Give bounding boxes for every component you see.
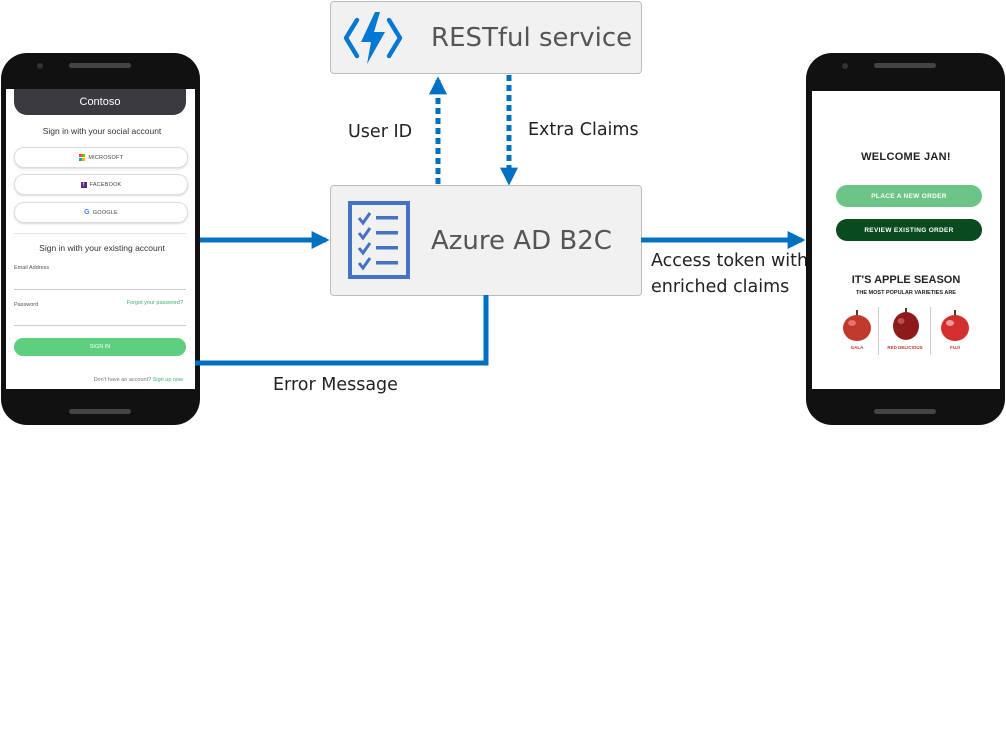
right-phone-screen: WELCOME JAN! PLACE A NEW ORDER REVIEW EX… — [812, 91, 1000, 389]
right-phone: WELCOME JAN! PLACE A NEW ORDER REVIEW EX… — [806, 53, 1005, 425]
social-section-title: Sign in with your social account — [42, 126, 162, 136]
facebook-icon: f — [80, 181, 87, 188]
microsoft-label: MICROSOFT — [88, 154, 124, 161]
access-token-line2: enriched claims — [651, 277, 790, 297]
season-subtitle: THE MOST POPULAR VARIETIES ARE — [856, 290, 956, 296]
brand-title: Contoso — [79, 96, 121, 108]
signup-link[interactable]: Sign up now — [152, 377, 183, 383]
phone-speaker — [69, 63, 131, 68]
apple-gala-image — [843, 310, 871, 341]
phone-speaker — [874, 63, 936, 68]
phone-camera — [842, 63, 848, 69]
access-token-label: Access token with enriched claims — [651, 248, 808, 300]
apple-red-delicious-label: RED DELICIOUS — [887, 345, 923, 350]
place-order-button[interactable]: PLACE A NEW ORDER — [836, 185, 982, 207]
forgot-password-link[interactable]: Forgot your password? — [126, 300, 183, 306]
welcome-title: WELCOME JAN! — [861, 151, 951, 163]
review-order-button[interactable]: REVIEW EXISTING ORDER — [836, 219, 982, 241]
left-phone: Contoso Sign in with your social account… — [1, 53, 200, 425]
left-phone-screen: Contoso Sign in with your social account… — [6, 89, 195, 389]
review-order-label: REVIEW EXISTING ORDER — [864, 226, 954, 234]
apple-red-delicious-image — [893, 308, 919, 340]
signup-row: Don't have an account? Sign up now — [94, 377, 183, 383]
sign-in-label: SIGN IN — [89, 344, 111, 350]
restful-service-box: RESTful service — [330, 1, 642, 74]
phone-camera — [37, 63, 43, 69]
apple-divider — [878, 307, 879, 355]
sign-in-button[interactable]: SIGN IN — [14, 338, 186, 356]
checklist-icon — [348, 201, 410, 279]
restful-service-label: RESTful service — [431, 23, 633, 53]
google-button[interactable]: G GOOGLE — [14, 202, 188, 223]
email-label: Email Address — [14, 265, 50, 271]
brand-header: Contoso — [14, 89, 186, 115]
azure-ad-b2c-label: Azure AD B2C — [431, 226, 612, 256]
season-title: IT'S APPLE SEASON — [851, 274, 961, 286]
azure-ad-b2c-box: Azure AD B2C — [330, 185, 642, 296]
facebook-label: FACEBOOK — [89, 181, 122, 188]
apple-divider — [930, 307, 931, 355]
google-label: GOOGLE — [92, 209, 118, 216]
azure-function-icon — [343, 12, 403, 64]
apple-fuji-image — [941, 310, 969, 341]
microsoft-icon — [78, 154, 86, 161]
no-account-text: Don't have an account? — [93, 377, 152, 383]
error-message-label: Error Message — [273, 375, 398, 395]
google-icon: G — [84, 209, 90, 216]
password-field[interactable] — [14, 325, 186, 326]
place-order-label: PLACE A NEW ORDER — [871, 192, 947, 200]
phone-bottom-speaker — [874, 409, 936, 414]
section-divider — [14, 233, 186, 234]
apple-gala-label: GALA — [850, 345, 864, 350]
apple-fuji-label: FUJI — [950, 345, 960, 350]
phone-bottom-speaker — [69, 409, 131, 414]
password-label: Password — [14, 302, 39, 308]
facebook-button[interactable]: f FACEBOOK — [14, 174, 188, 195]
user-id-label: User ID — [348, 122, 413, 142]
arrow-error-message — [195, 295, 489, 366]
existing-section-title: Sign in with your existing account — [39, 243, 165, 253]
email-field[interactable] — [14, 289, 186, 290]
extra-claims-label: Extra Claims — [528, 120, 639, 140]
microsoft-button[interactable]: MICROSOFT — [14, 147, 188, 168]
access-token-line1: Access token with — [651, 251, 809, 271]
